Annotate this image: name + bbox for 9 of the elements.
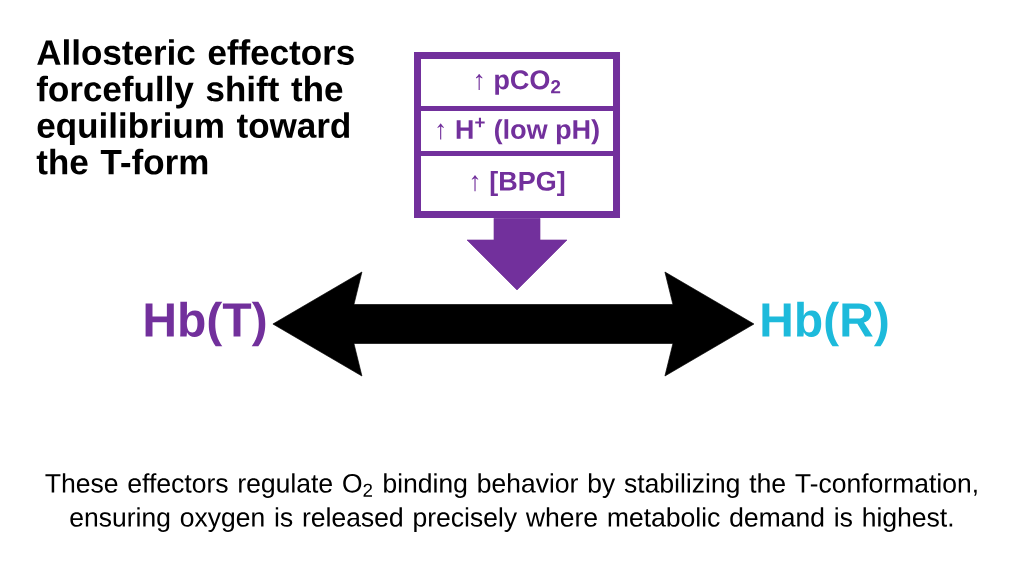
- effector-cell: ↑ pCO$_{2}$: [421, 59, 613, 106]
- caption: These effectors regulate O$_{2}$ binding behavior by stabilizing the T-conformation, ensuring oxygen is released precisely where metabolic demand is highest.: [45, 473, 977, 532]
- effector-cell: ↑ H$^{+}$ (low pH): [421, 111, 613, 151]
- effector-cell: ↑ [BPG]: [421, 156, 613, 211]
- title: Allosteric effectors forcefully shift the equilibrium toward the T-form: [36, 39, 354, 175]
- double-arrow: [272, 271, 755, 377]
- state-label: Hb(R): [762, 301, 888, 347]
- block-arrow: [466, 217, 568, 291]
- state-label: Hb(T): [145, 301, 266, 347]
